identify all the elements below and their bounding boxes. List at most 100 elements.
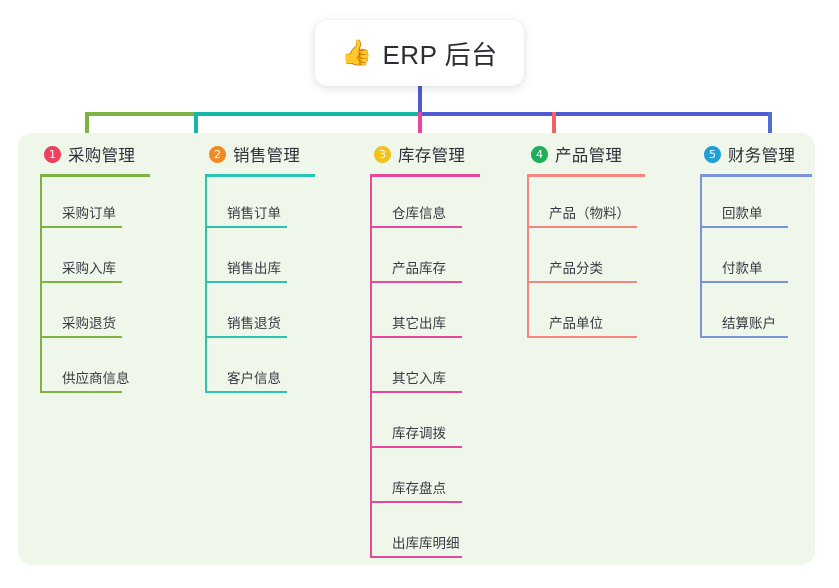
branch-leaf-item[interactable]: 其它入库 (370, 342, 480, 397)
branch-leaf-rule (205, 226, 287, 228)
branch-leaf-item[interactable]: 采购订单 (40, 177, 150, 232)
branch-leaf-rule (527, 281, 637, 283)
connector-drop-inventory (418, 112, 422, 149)
branch-leaf-rule (527, 226, 637, 228)
branch-leaf-rule (370, 226, 462, 228)
branch-leaf-label: 付款单 (722, 261, 763, 276)
branch-leaf-rule (40, 336, 122, 338)
branch-title: 财务管理 (728, 147, 796, 165)
thumbs-up-icon: 👍 (341, 38, 373, 67)
branch-column-inventory: 3 库存管理仓库信息产品库存其它出库其它入库库存调拨库存盘点出库库明细 (370, 141, 480, 562)
connector-drop-finance (768, 112, 772, 149)
branch-leaf-rule (370, 556, 462, 558)
branch-leaf-list: 采购订单采购入库采购退货供应商信息 (40, 177, 150, 397)
root-node-card[interactable]: 👍 ERP 后台 (315, 20, 524, 86)
branch-header[interactable]: 3 库存管理 (370, 141, 480, 167)
branch-leaf-label: 采购订单 (62, 206, 116, 221)
branch-leaf-label: 库存盘点 (392, 481, 446, 496)
branch-leaf-item[interactable]: 采购入库 (40, 232, 150, 287)
branch-leaf-rule (370, 446, 462, 448)
branch-leaf-label: 客户信息 (227, 371, 281, 386)
branch-leaf-rule (527, 336, 637, 338)
branch-leaf-item[interactable]: 其它出库 (370, 287, 480, 342)
branch-title: 销售管理 (233, 147, 301, 165)
branch-leaf-label: 采购入库 (62, 261, 116, 276)
root-node-title: ERP 后台 (382, 39, 498, 70)
branch-column-product: 4 产品管理产品（物料） 产品分类产品单位 (527, 141, 645, 342)
diagram-panel (18, 133, 815, 565)
branch-number-badge: 2 (209, 145, 226, 163)
branch-leaf-item[interactable]: 库存调拨 (370, 397, 480, 452)
branch-leaf-label: 产品库存 (392, 261, 446, 276)
branch-leaf-item[interactable]: 回款单 (700, 177, 812, 232)
branch-leaf-label: 销售退货 (227, 316, 281, 331)
connector-drop-purchase (85, 112, 89, 149)
connector-bus-middle-teal (194, 112, 418, 116)
branch-leaf-item[interactable]: 供应商信息 (40, 342, 150, 397)
connector-drop-product (552, 112, 556, 149)
branch-stem (527, 177, 529, 338)
branch-header-rule (527, 174, 645, 177)
branch-leaf-item[interactable]: 销售退货 (205, 287, 315, 342)
branch-leaf-item[interactable]: 采购退货 (40, 287, 150, 342)
branch-leaf-rule (700, 281, 788, 283)
branch-leaf-rule (40, 281, 122, 283)
branch-header-rule (700, 174, 812, 177)
branch-leaf-item[interactable]: 客户信息 (205, 342, 315, 397)
branch-header[interactable]: 4 产品管理 (527, 141, 645, 167)
branch-leaf-label: 销售订单 (227, 206, 281, 221)
branch-stem (40, 177, 42, 393)
connector-root-stem (418, 86, 422, 113)
branch-leaf-rule (205, 391, 287, 393)
branch-leaf-item[interactable]: 产品单位 (527, 287, 645, 342)
branch-leaf-label: 回款单 (722, 206, 763, 221)
branch-leaf-item[interactable]: 销售出库 (205, 232, 315, 287)
branch-leaf-item[interactable]: 产品（物料） (527, 177, 645, 232)
branch-leaf-rule (370, 336, 462, 338)
branch-header-rule (205, 174, 315, 177)
branch-title: 库存管理 (398, 147, 466, 165)
branch-leaf-label: 产品单位 (549, 316, 603, 331)
branch-leaf-label: 采购退货 (62, 316, 116, 331)
branch-stem (205, 177, 207, 393)
branch-leaf-rule (40, 226, 122, 228)
branch-stem (370, 177, 372, 558)
branch-leaf-label: 库存调拨 (392, 426, 446, 441)
branch-leaf-rule (40, 391, 122, 393)
branch-number-badge: 3 (374, 145, 391, 163)
branch-number-badge: 4 (531, 145, 548, 163)
branch-leaf-rule (205, 281, 287, 283)
branch-leaf-item[interactable]: 销售订单 (205, 177, 315, 232)
branch-leaf-item[interactable]: 产品库存 (370, 232, 480, 287)
branch-leaf-item[interactable]: 结算账户 (700, 287, 812, 342)
branch-leaf-list: 仓库信息产品库存其它出库其它入库库存调拨库存盘点出库库明细 (370, 177, 480, 562)
branch-leaf-item[interactable]: 产品分类 (527, 232, 645, 287)
branch-column-sales: 2 销售管理销售订单销售出库销售退货客户信息 (205, 141, 315, 397)
branch-leaf-item[interactable]: 付款单 (700, 232, 812, 287)
branch-header-rule (40, 174, 150, 177)
connector-drop-sales (194, 112, 198, 149)
branch-leaf-rule (370, 391, 462, 393)
branch-header-rule (370, 174, 480, 177)
branch-leaf-label: 销售出库 (227, 261, 281, 276)
branch-leaf-label: 出库库明细 (392, 536, 460, 551)
branch-leaf-label: 结算账户 (722, 316, 776, 331)
branch-leaf-item[interactable]: 出库库明细 (370, 507, 480, 562)
branch-leaf-item[interactable]: 仓库信息 (370, 177, 480, 232)
branch-leaf-rule (370, 281, 462, 283)
connector-bus-right-blue (418, 112, 770, 116)
branch-title: 产品管理 (555, 147, 623, 165)
connector-bus-left-green (85, 112, 194, 116)
branch-stem (700, 177, 702, 338)
branch-leaf-label: 产品（物料） (549, 206, 630, 221)
branch-leaf-rule (370, 501, 462, 503)
branch-leaf-rule (700, 336, 788, 338)
branch-title: 采购管理 (68, 147, 136, 165)
branch-leaf-item[interactable]: 库存盘点 (370, 452, 480, 507)
branch-header[interactable]: 2 销售管理 (205, 141, 315, 167)
branch-leaf-rule (700, 226, 788, 228)
